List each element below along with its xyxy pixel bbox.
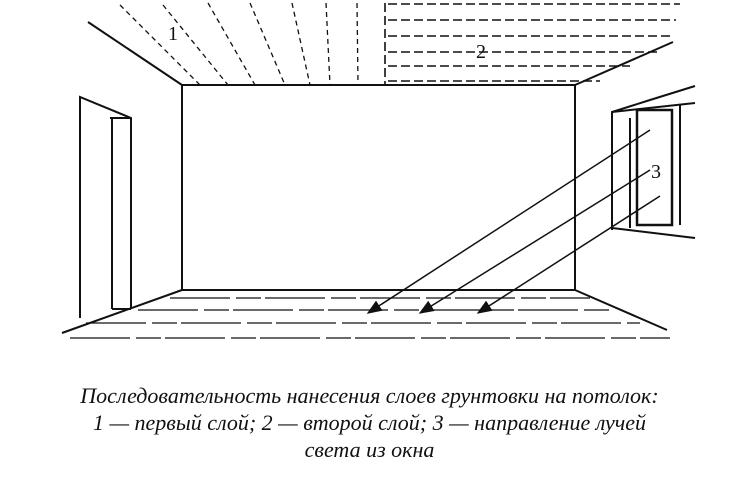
window	[611, 85, 696, 239]
label-layer-1: 1	[168, 23, 178, 45]
floor-left-edge	[61, 289, 183, 334]
floor-right-edge	[574, 289, 668, 331]
light-ray-arrows	[366, 129, 661, 314]
room-diagram: 1 2 3	[61, 2, 696, 339]
back-wall	[181, 84, 576, 291]
ceiling-right-edge	[574, 41, 674, 86]
ceiling-left-edge	[87, 21, 183, 86]
light-ray-arrow	[476, 195, 661, 314]
caption-line-1: Последовательность нанесения слоев грунт…	[80, 383, 659, 408]
light-ray-arrow	[366, 129, 651, 314]
ceiling-layer-2-strokes	[384, 3, 680, 85]
caption-line-3: света из окна	[304, 437, 435, 462]
ceiling-layer-1-strokes	[119, 2, 359, 86]
caption-line-2: 1 — первый слой; 2 — второй слой; 3 — на…	[92, 410, 647, 435]
figure-caption: Последовательность нанесения слоев грунт…	[0, 382, 739, 463]
floor-boards	[70, 297, 670, 339]
label-light-direction: 3	[651, 161, 661, 183]
door	[79, 95, 132, 318]
label-layer-2: 2	[476, 41, 486, 63]
light-ray-arrow	[418, 169, 651, 314]
